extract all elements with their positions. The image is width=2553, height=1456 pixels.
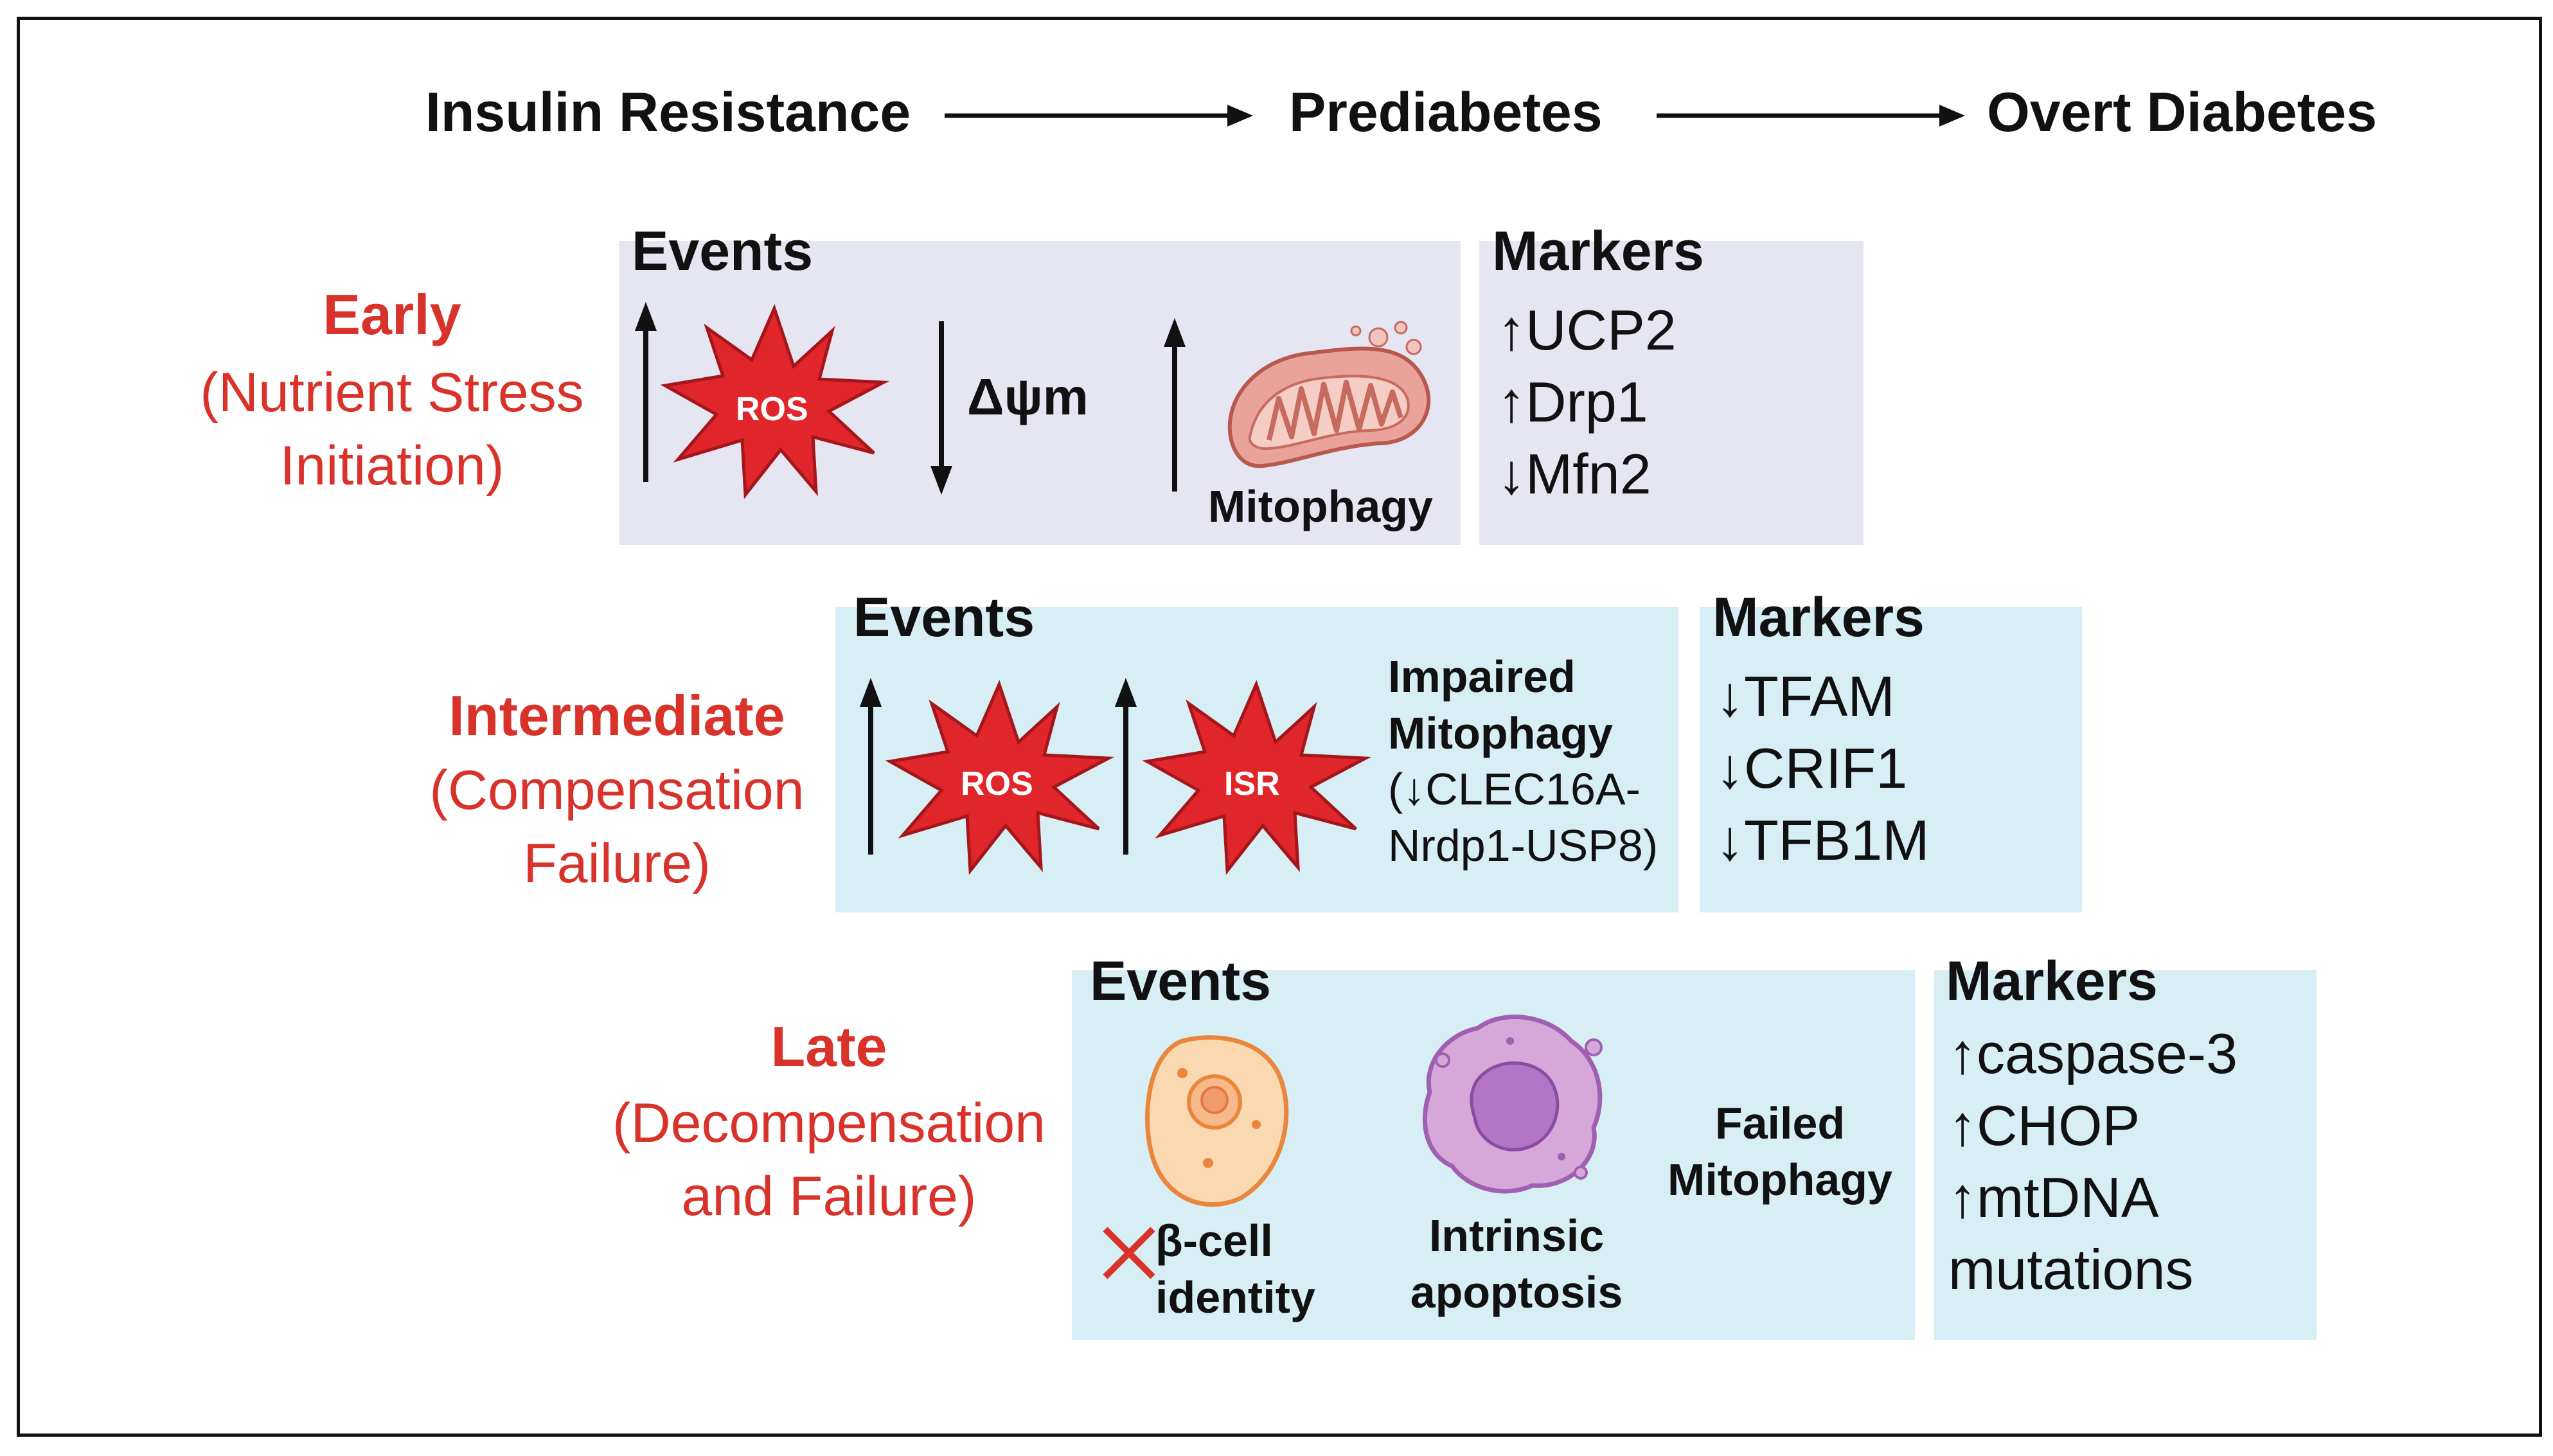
intermediate-subtitle-line1: (Compensation (429, 759, 805, 821)
late-markers-title: Markers (1946, 950, 2158, 1012)
beta-cell-icon (1144, 1035, 1289, 1207)
late-events-title: Events (1090, 950, 1272, 1012)
intermediate-ros-label: ROS (961, 765, 1033, 803)
apoptosis-line2: apoptosis (1410, 1266, 1623, 1317)
early-stage-label: Early (180, 287, 604, 343)
intermediate-marker-tfam: ↓TFAM (1716, 664, 1895, 728)
early-marker-ucp2: ↑UCP2 (1497, 298, 1677, 362)
early-marker-mfn2: ↓Mfn2 (1497, 442, 1651, 506)
intermediate-isr-burst (1142, 680, 1372, 875)
apoptosis-line1: Intrinsic (1428, 1211, 1605, 1261)
early-title: Early (323, 283, 461, 346)
intermediate-events-title: Events (853, 587, 1035, 648)
early-markers-box (1479, 241, 1864, 545)
timeline-arrow-1 (945, 105, 1253, 127)
impaired-line4: Nrdp1-USP8) (1388, 820, 1659, 871)
impaired-line2: Mitophagy (1388, 707, 1613, 758)
late-marker-caspase3: ↑caspase-3 (1948, 1022, 2238, 1085)
identity-line2: identity (1155, 1272, 1315, 1322)
early-markers-title: Markers (1492, 220, 1704, 282)
impaired-line1: Impaired (1388, 652, 1576, 702)
early-mitophagy-label: Mitophagy (1208, 481, 1433, 531)
intermediate-markers-box (1700, 607, 2082, 912)
intermediate-marker-tfb1m: ↓TFB1M (1716, 808, 1930, 872)
early-subtitle-line2: Initiation) (280, 434, 504, 497)
late-subtitle-line1: (Decompensation (612, 1092, 1046, 1154)
early-mitophagy-up-arrow (1164, 318, 1186, 492)
cross-icon (1103, 1227, 1155, 1279)
late-beta-cell-identity: β-cell identity (1155, 1213, 1315, 1326)
early-dpsi-down-arrow (930, 321, 952, 495)
intermediate-impaired-mitophagy: Impaired Mitophagy (↓CLEC16A- Nrdp1-USP8… (1388, 649, 1658, 874)
intermediate-isr-up-arrow (1115, 678, 1137, 855)
late-marker-chop: ↑CHOP (1948, 1094, 2140, 1157)
late-failed-mitophagy: Failed Mitophagy (1658, 1096, 1902, 1208)
early-subtitle-line1: (Nutrient Stress (200, 362, 584, 423)
intermediate-ros-up-arrow (860, 678, 882, 855)
late-marker-mtdna: ↑mtDNA (1948, 1166, 2159, 1229)
apoptotic-cell-icon (1422, 1015, 1603, 1194)
late-stage-subtitle: (Decompensation and Failure) (578, 1087, 1080, 1233)
late-markers-box (1934, 970, 2317, 1340)
intermediate-marker-crif1: ↓CRIF1 (1716, 736, 1908, 800)
late-intrinsic-apoptosis: Intrinsic apoptosis (1401, 1208, 1632, 1320)
early-ros-burst (660, 304, 890, 499)
intermediate-markers-title: Markers (1712, 587, 1925, 648)
timeline-prediabetes: Prediabetes (1289, 82, 1603, 143)
early-ros-label: ROS (736, 391, 808, 428)
identity-line1: β-cell (1155, 1216, 1273, 1266)
late-subtitle-line2: and Failure) (681, 1165, 977, 1227)
early-ros-up-arrow (635, 302, 657, 482)
intermediate-isr-label: ISR (1224, 765, 1280, 803)
intermediate-ros-burst (885, 680, 1115, 875)
intermediate-stage-subtitle: (Compensation Failure) (398, 754, 835, 900)
failed-line1: Failed (1714, 1098, 1846, 1148)
timeline-insulin-resistance: Insulin Resistance (425, 82, 911, 143)
intermediate-subtitle-line2: Failure) (523, 832, 711, 894)
timeline-arrow-2 (1657, 105, 1965, 127)
impaired-line3: (↓CLEC16A- (1388, 764, 1641, 814)
timeline-overt-diabetes: Overt Diabetes (1987, 82, 2378, 143)
late-stage-label: Late (610, 1018, 1047, 1075)
late-marker-mutations: mutations (1948, 1238, 2194, 1301)
intermediate-title: Intermediate (449, 684, 785, 747)
late-title: Late (770, 1015, 887, 1078)
early-marker-drp1: ↑Drp1 (1497, 370, 1648, 434)
early-events-title: Events (632, 220, 814, 282)
mitochondrion-icon (1227, 321, 1431, 468)
failed-line2: Mitophagy (1668, 1154, 1892, 1205)
early-stage-subtitle: (Nutrient Stress Initiation) (173, 357, 610, 502)
intermediate-stage-label: Intermediate (398, 688, 835, 744)
early-dpsi-label: Δψm (967, 368, 1089, 425)
